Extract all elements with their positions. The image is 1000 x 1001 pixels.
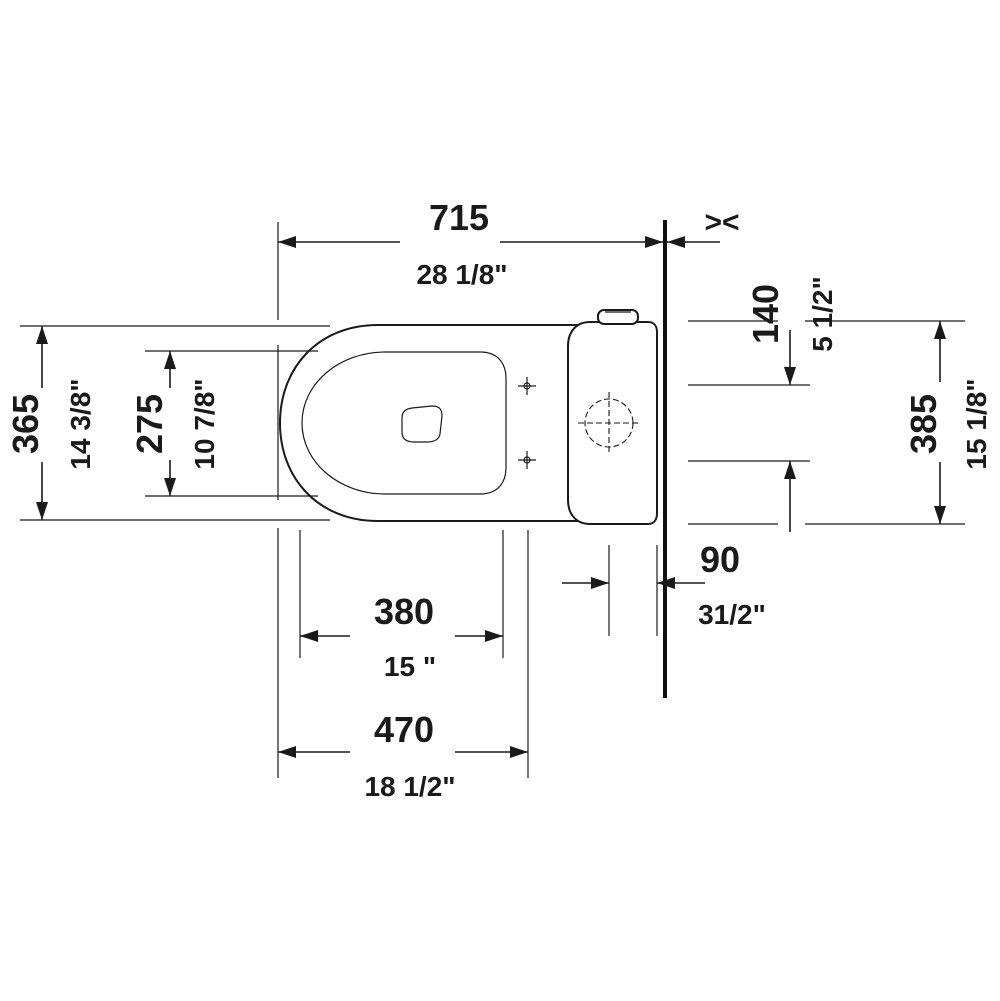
dim-outlet-center: 385 15 1/8" — [903, 321, 992, 524]
flush-button-icon — [597, 309, 639, 325]
toilet-plan — [278, 309, 658, 525]
bowl-length-mm: 470 — [374, 709, 434, 750]
seat-width-inch: 10 7/8" — [189, 378, 220, 469]
wall-gap-mm: 90 — [700, 539, 740, 580]
wall-symbol: >< — [704, 206, 739, 239]
seat-opening — [301, 351, 507, 495]
dim-seat-width: 275 10 7/8" — [129, 351, 220, 496]
bowl-outline — [278, 324, 590, 522]
outlet-center-inch: 15 1/8" — [961, 378, 992, 469]
dim-bowl-length: 470 18 1/2" — [278, 709, 528, 802]
tank-offset-inch: 5 1/2" — [807, 276, 838, 352]
dim-wall-gap: 90 31/2" — [562, 539, 766, 630]
tank-offset-mm: 140 — [745, 284, 786, 344]
tank-outline — [567, 321, 658, 525]
overall-width-mm: 365 — [5, 394, 46, 454]
dim-tank-offset-lower — [784, 461, 796, 532]
dim-tank-offset: 140 5 1/2" — [745, 276, 838, 385]
dim-bowl-depth: 380 15 " — [300, 591, 503, 682]
bowl-depth-inch: 15 " — [384, 651, 436, 682]
dim-overall-length: 715 28 1/8" — [278, 197, 663, 290]
seat-width-mm: 275 — [129, 394, 170, 454]
overall-length-mm: 715 — [429, 197, 489, 238]
bowl-depth-mm: 380 — [374, 591, 434, 632]
overall-length-inch: 28 1/8" — [416, 259, 507, 290]
overall-width-inch: 14 3/8" — [65, 378, 96, 469]
wall-gap-inch: 31/2" — [698, 599, 766, 630]
bolt-hole-top-icon — [518, 377, 536, 395]
bowl-length-inch: 18 1/2" — [364, 771, 455, 802]
bolt-hole-bottom-icon — [518, 451, 536, 469]
outlet-center-mm: 385 — [903, 394, 944, 454]
water-spot — [401, 405, 443, 443]
dim-overall-width: 365 14 3/8" — [5, 326, 96, 520]
